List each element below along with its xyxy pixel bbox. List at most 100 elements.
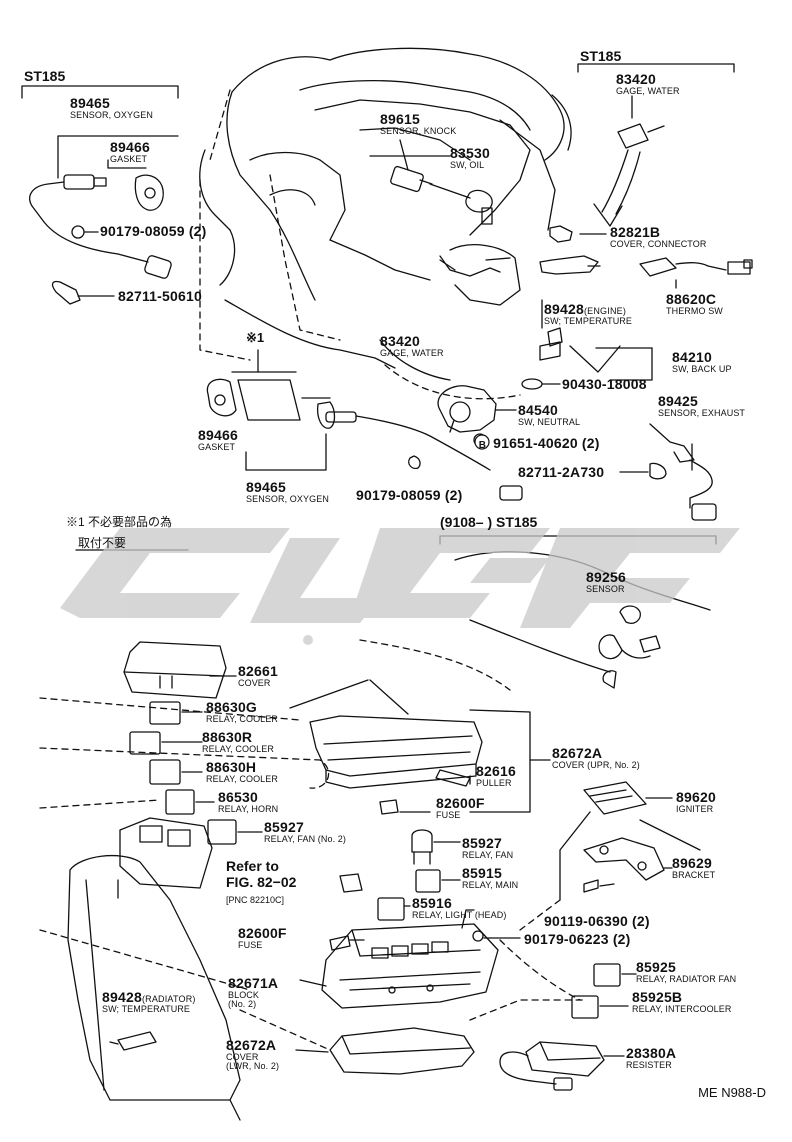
part-89465-top[interactable]: 89465 SENSOR, OXYGEN	[70, 96, 153, 120]
part-86530[interactable]: 86530 RELAY, HORN	[218, 790, 278, 814]
st185-label-right: ST185	[580, 48, 622, 64]
fuse-block-main	[299, 909, 587, 1021]
part-89615[interactable]: 89615 SENSOR, KNOCK	[380, 112, 456, 136]
part-number-main: 89428	[544, 301, 584, 317]
part-number: 89465	[70, 95, 110, 111]
part-85925b[interactable]: 85925B RELAY, INTERCOOLER	[632, 990, 732, 1014]
part-name: BLOCK	[228, 990, 260, 1000]
part-28380a[interactable]: 28380A RESISTER	[626, 1046, 676, 1070]
part-number: 90119-06390 (2)	[544, 913, 650, 929]
part-name: RESISTER	[626, 1060, 672, 1070]
part-name: THERMO SW	[666, 306, 723, 316]
part-number: 85916	[412, 895, 452, 911]
part-89256[interactable]: 89256 SENSOR	[586, 570, 626, 594]
part-number: 89629	[672, 855, 712, 871]
part-89466-top[interactable]: 89466 GASKET	[110, 140, 150, 164]
part-88620c[interactable]: 88620C THERMO SW	[666, 292, 723, 316]
part-88630h[interactable]: 88630H RELAY, COOLER	[206, 760, 278, 784]
part-name: RELAY, COOLER	[206, 774, 278, 784]
part-number: 89466	[110, 139, 150, 155]
part-name: FUSE	[436, 810, 461, 820]
refer-line-3: [PNC 82210C]	[226, 895, 285, 906]
part-90179-08059-top[interactable]: 90179-08059 (2)	[100, 224, 207, 238]
part-number: 88630H	[206, 759, 257, 775]
mark-b: B	[478, 440, 487, 451]
part-90119-06390[interactable]: 90119-06390 (2)	[544, 914, 650, 928]
neutral-switch	[437, 385, 517, 447]
part-name: PULLER	[476, 778, 512, 788]
part-number: 89466	[198, 427, 238, 443]
part-90430-18008[interactable]: 90430-18008	[562, 377, 647, 391]
part-89465-mid[interactable]: 89465 SENSOR, OXYGEN	[246, 480, 329, 504]
part-82711-2a730[interactable]: 82711-2A730	[518, 465, 604, 479]
part-82661[interactable]: 82661 COVER	[238, 664, 278, 688]
engine-outline	[199, 47, 572, 400]
oxygen-sensor-mid	[206, 349, 523, 501]
part-82671a[interactable]: 82671A BLOCK (No. 2)	[228, 976, 278, 1009]
part-number: 82672A	[552, 745, 603, 761]
part-82672a-lower[interactable]: 82672A COVER (LWR, No. 2)	[226, 1038, 279, 1071]
part-85927-no2[interactable]: 85927 RELAY, FAN (No. 2)	[264, 820, 346, 844]
part-name: GASKET	[110, 154, 148, 164]
part-91651-40620[interactable]: B 91651-40620 (2)	[476, 436, 600, 451]
part-89425[interactable]: 89425 SENSOR, EXHAUST	[658, 394, 745, 418]
part-number: 83420	[616, 71, 656, 87]
part-name: SW; TEMPERATURE	[102, 1004, 191, 1014]
part-name: SENSOR, OXYGEN	[70, 110, 153, 120]
part-88630r[interactable]: 88630R RELAY, COOLER	[202, 730, 274, 754]
part-82616[interactable]: 82616 PULLER	[476, 764, 516, 788]
part-82672a-upper[interactable]: 82672A COVER (UPR, No. 2)	[552, 746, 640, 770]
part-name: GAGE, WATER	[380, 348, 444, 358]
part-name: COVER	[226, 1052, 259, 1062]
part-number: 82711-50610	[118, 288, 202, 304]
part-88630g[interactable]: 88630G RELAY, COOLER	[206, 700, 278, 724]
part-number: 85925B	[632, 989, 683, 1005]
oxygen-sensor-top	[21, 85, 179, 305]
part-83530[interactable]: 83530 SW, OIL	[450, 146, 490, 170]
part-82711-50610[interactable]: 82711-50610	[118, 289, 202, 303]
part-90179-08059-mid[interactable]: 90179-08059 (2)	[356, 488, 463, 502]
part-number: 84540	[518, 402, 558, 418]
part-85915[interactable]: 85915 RELAY, MAIN	[462, 866, 518, 890]
part-82600f-top[interactable]: 82600F FUSE	[436, 796, 485, 820]
part-83420-mid[interactable]: 83420 GAGE, WATER	[380, 334, 444, 358]
part-name: SW, OIL	[450, 160, 485, 170]
part-name: SW; TEMPERATURE	[544, 316, 633, 326]
part-89620[interactable]: 89620 IGNITER	[676, 790, 716, 814]
part-name: RELAY, RADIATOR FAN	[636, 974, 737, 984]
lower-parts	[39, 854, 475, 1121]
part-number: 89620	[676, 789, 716, 805]
part-name: BRACKET	[672, 870, 716, 880]
part-number: 82600F	[436, 795, 485, 811]
part-89428-engine[interactable]: 89428(ENGINE) SW; TEMPERATURE	[544, 302, 632, 326]
part-85916[interactable]: 85916 RELAY, LIGHT (HEAD)	[412, 896, 506, 920]
part-number-main: 91651-40620 (2)	[493, 435, 600, 451]
part-number: 82600F	[238, 925, 287, 941]
knock-oil-switch	[369, 139, 511, 277]
part-name: FUSE	[238, 940, 263, 950]
part-85925[interactable]: 85925 RELAY, RADIATOR FAN	[636, 960, 736, 984]
part-number: 88620C	[666, 291, 717, 307]
part-number: 89425	[658, 393, 698, 409]
part-82600f-lower[interactable]: 82600F FUSE	[238, 926, 287, 950]
part-number: 90179-08059 (2)	[100, 223, 207, 239]
refer-to-note: Refer to FIG. 82−02 [PNC 82210C]	[226, 858, 296, 906]
part-number: 89256	[586, 569, 626, 585]
part-90179-06223[interactable]: 90179-06223 (2)	[524, 932, 631, 946]
fuse-block-upper	[289, 679, 551, 815]
central-relays	[329, 829, 521, 951]
part-89466-mid[interactable]: 89466 GASKET	[198, 428, 238, 452]
part-89629[interactable]: 89629 BRACKET	[672, 856, 715, 880]
part-84540[interactable]: 84540 SW, NEUTRAL	[518, 403, 580, 427]
part-82821b[interactable]: 82821B COVER, CONNECTOR	[610, 225, 706, 249]
part-number: 86530	[218, 789, 258, 805]
part-name: SENSOR, EXHAUST	[658, 408, 746, 418]
part-89428-radiator[interactable]: 89428(RADIATOR) SW; TEMPERATURE	[102, 990, 196, 1014]
part-85927-fan[interactable]: 85927 RELAY, FAN	[462, 836, 513, 860]
part-name: RELAY, FAN (No. 2)	[264, 834, 346, 844]
part-84210[interactable]: 84210 SW, BACK UP	[672, 350, 732, 374]
part-83420-top[interactable]: 83420 GAGE, WATER	[616, 72, 680, 96]
mark-b-circle	[474, 434, 490, 450]
part-number: 28380A	[626, 1045, 677, 1061]
